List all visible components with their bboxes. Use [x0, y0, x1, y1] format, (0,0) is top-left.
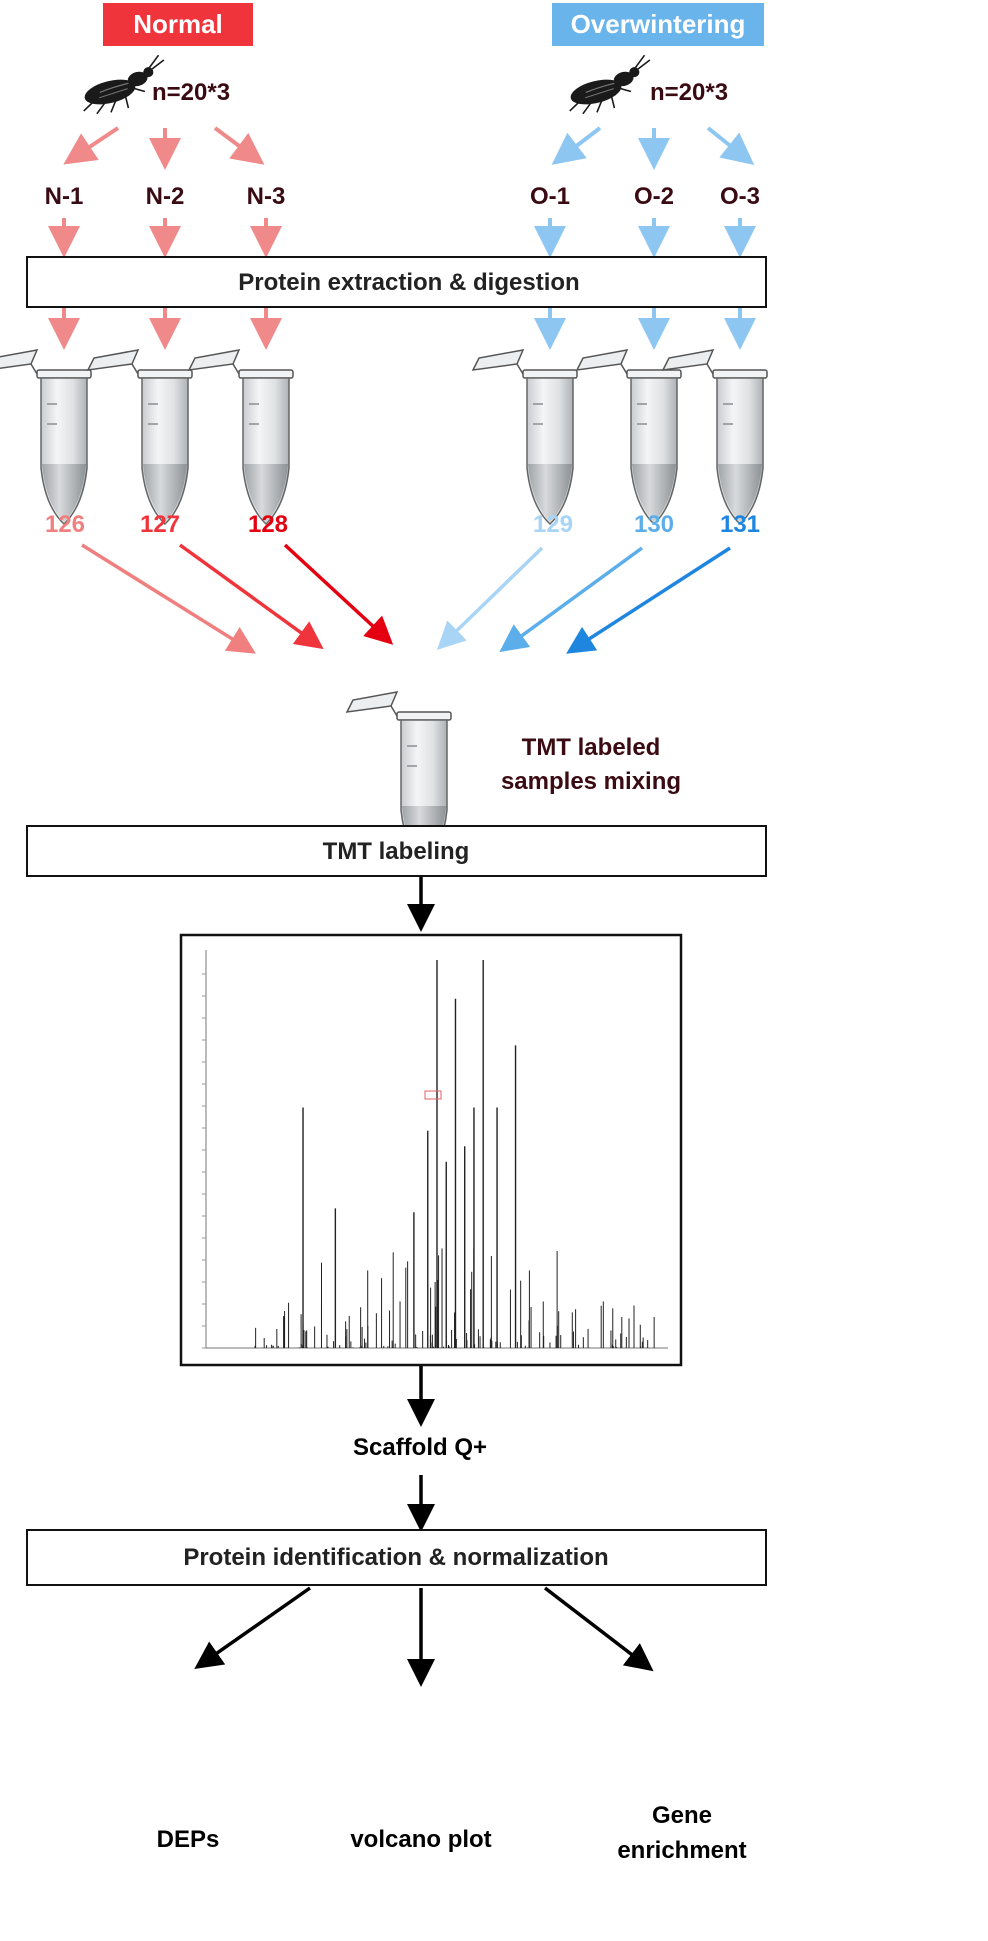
software-label: Scaffold Q+	[353, 1434, 487, 1461]
output-volcano-plot: volcano plot	[350, 1826, 491, 1853]
output-arrows	[194, 1586, 654, 1687]
tube-icon-o1	[472, 349, 578, 525]
mixing-label-line1: TMT labeled	[522, 734, 661, 761]
extraction-to-tube-arrows	[48, 308, 756, 350]
overwintering-beetle-icon	[560, 53, 660, 120]
output-gene-enrichment-line2: enrichment	[617, 1837, 746, 1864]
identification-step-box	[26, 1529, 767, 1586]
pooling-arrows	[81, 543, 731, 654]
replicate-label-o1: O-1	[530, 183, 570, 210]
mixing-label-line2: samples mixing	[501, 768, 681, 795]
tube-icon-n3	[188, 349, 294, 525]
overwintering-split-arrows	[551, 126, 755, 170]
normal-split-arrows	[63, 126, 265, 170]
replicate-to-extraction-arrows	[48, 218, 756, 258]
tmt-tag-129: 129	[533, 511, 573, 538]
extraction-step-box	[26, 256, 767, 308]
normal-sample-size: n=20*3	[152, 79, 230, 106]
replicate-label-n2: N-2	[146, 183, 185, 210]
tube-icon-n1	[0, 349, 92, 525]
tmt-tag-131: 131	[720, 511, 760, 538]
normal-title-box	[103, 3, 253, 46]
output-gene-enrichment-line1: Gene	[652, 1802, 712, 1829]
normal-title: Normal	[133, 9, 223, 39]
extraction-step-label: Protein extraction & digestion	[238, 269, 579, 296]
tube-icon-o2	[576, 349, 682, 525]
identification-step-label: Protein identification & normalization	[183, 1544, 608, 1571]
ms-spectrum-highlight	[424, 1090, 442, 1100]
labeling-step-box	[26, 825, 767, 877]
replicate-label-o2: O-2	[634, 183, 674, 210]
tmt-tag-128: 128	[248, 511, 288, 538]
tmt-tag-126: 126	[45, 511, 85, 538]
labeling-step-label: TMT labeling	[323, 838, 470, 865]
replicate-label-n1: N-1	[45, 183, 84, 210]
overwintering-title-box	[552, 3, 764, 46]
tmt-tag-127: 127	[140, 511, 180, 538]
overwintering-title: Overwintering	[571, 9, 746, 39]
tmt-tag-130: 130	[634, 511, 674, 538]
ms-spectrum-plot	[202, 950, 668, 1349]
replicate-label-o3: O-3	[720, 183, 760, 210]
output-deps: DEPs	[157, 1826, 220, 1853]
tube-icon-n2	[87, 349, 193, 525]
overwintering-sample-size: n=20*3	[650, 79, 728, 106]
replicate-label-n3: N-3	[247, 183, 286, 210]
